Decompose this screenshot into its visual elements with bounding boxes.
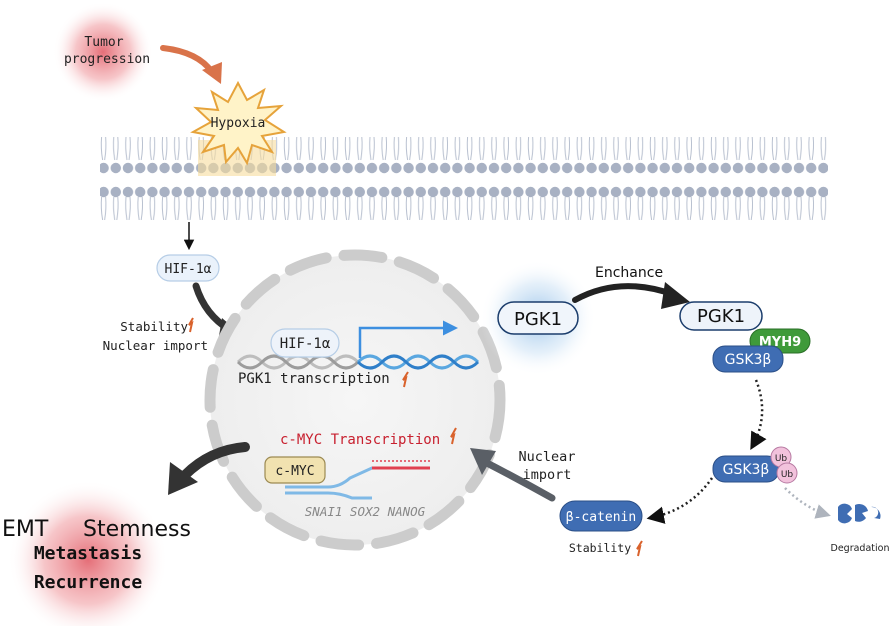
- recurrence-label: Recurrence: [34, 572, 143, 593]
- beta-catenin-label: β-catenin: [566, 510, 636, 525]
- pgk1-left: PGK1: [480, 260, 596, 376]
- tumor-label-line2: progression: [64, 52, 150, 67]
- ub1-label: Ub: [775, 454, 788, 464]
- enhance-label: Enchance: [595, 265, 663, 281]
- hif1a-nucleus-label: HIF-1α: [280, 336, 331, 352]
- gsk3b-release-arrow: [750, 379, 767, 451]
- gene-fork: [285, 460, 430, 500]
- cmyc-transcription-label: c-MYC Transcription: [280, 432, 440, 448]
- hypoxia-label: Hypoxia: [211, 116, 266, 131]
- stability-bottom-up-arrow: [636, 540, 643, 557]
- pgk1-right-label: PGK1: [697, 306, 745, 327]
- pgk1-transcription-label: PGK1 transcription: [238, 371, 390, 387]
- nucleus: [204, 249, 506, 551]
- pgk1-transcription-up-arrow: [402, 371, 409, 388]
- cmyc-label: c-MYC: [275, 464, 314, 479]
- catenin-import-arrow: [470, 448, 556, 502]
- ub2-label: Ub: [781, 470, 794, 480]
- hif1a-nucleus: HIF-1α: [270, 328, 340, 358]
- tumor-progression-blob: Tumor progression: [53, 2, 153, 102]
- stability-up-arrow: [188, 317, 194, 333]
- degradation-icon: Degradation: [831, 503, 889, 554]
- hif1a-cytoplasm-label: HIF-1α: [165, 262, 212, 277]
- stability-label: Stability: [120, 319, 188, 334]
- gsk3b-top-label: GSK3β: [725, 352, 772, 368]
- nuclear-import-label: Nuclear import: [103, 338, 208, 353]
- pgk1-complex: PGK1 MYH9 GSK3β: [679, 301, 811, 373]
- to-degradation-arrow: [784, 487, 831, 519]
- hif1a-cytoplasm: HIF-1α: [156, 254, 220, 282]
- metastasis-label: Metastasis: [34, 543, 142, 564]
- outcomes-blob: EMT Stemness Metastasis Recurrence: [2, 480, 191, 626]
- nucleus-to-outcomes-arrow: [168, 442, 250, 495]
- cmyc-box: c-MYC: [264, 456, 326, 484]
- cmyc-transcription-up-arrow: [450, 427, 457, 445]
- hypoxia-burst: Hypoxia: [190, 80, 287, 166]
- beta-catenin: β-catenin: [559, 500, 643, 532]
- emt-label: EMT: [2, 517, 49, 542]
- degradation-label: Degradation: [831, 543, 889, 554]
- enhance-arrow: [572, 282, 690, 309]
- gsk3b-to-catenin-arrow: [646, 477, 714, 524]
- gsk3b-ubiquitinated: GSK3β Ub Ub: [712, 446, 798, 484]
- stemness-label: Stemness: [83, 517, 191, 542]
- genes-label: SNAI1 SOX2 NANOG: [305, 504, 426, 519]
- pgk1-left-label: PGK1: [514, 309, 562, 330]
- tumor-label-line1: Tumor: [84, 35, 123, 50]
- nuclear-import-right-line1: Nuclear: [519, 449, 576, 465]
- stability-bottom-label: Stability: [569, 541, 631, 555]
- tumor-to-hypoxia-arrow: [160, 45, 222, 84]
- nuclear-import-right-line2: import: [523, 467, 572, 483]
- gsk3b-bottom-label: GSK3β: [723, 462, 770, 478]
